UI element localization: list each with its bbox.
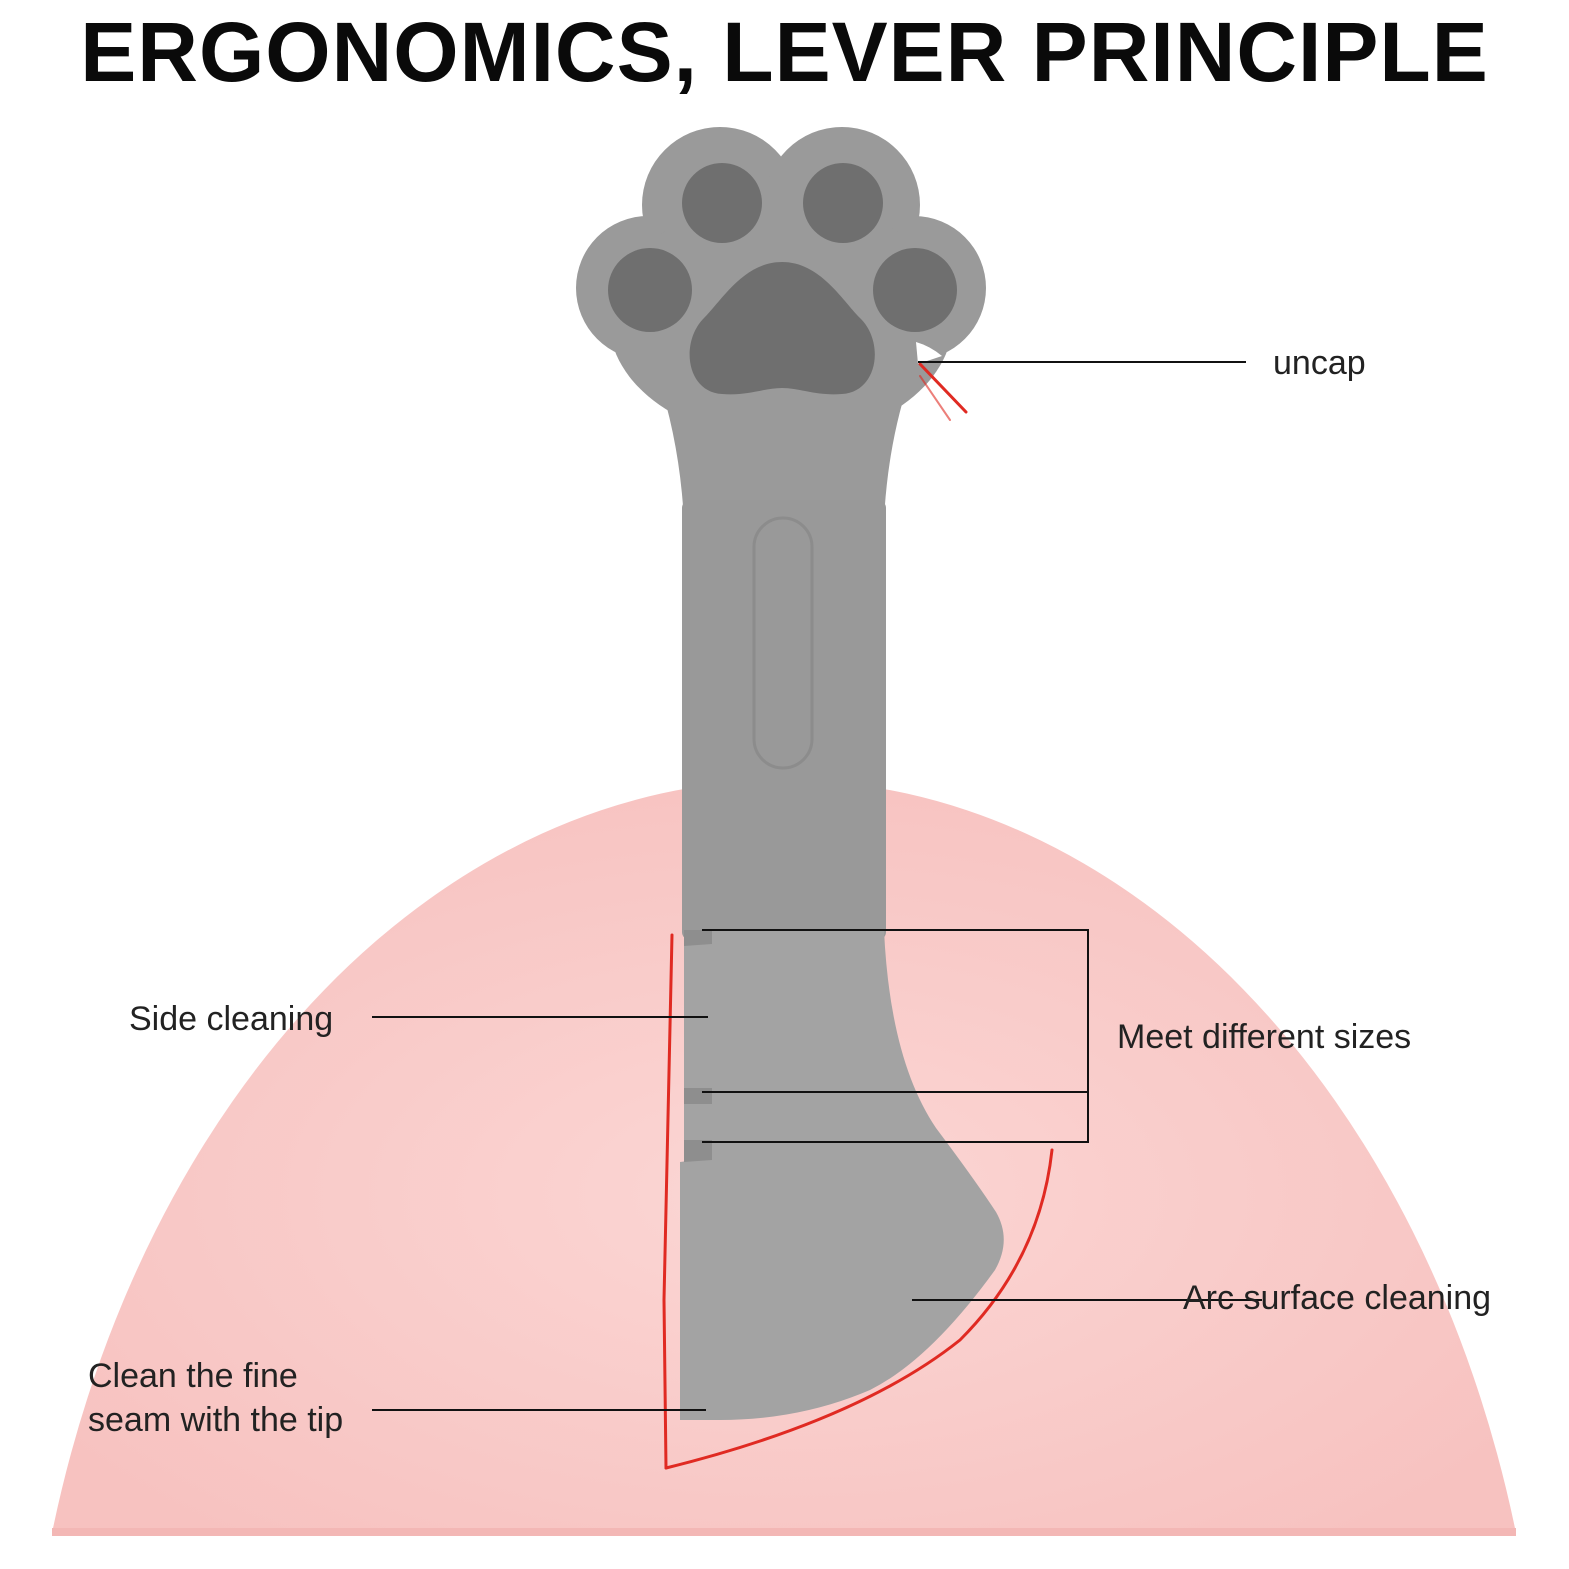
handle-grip-slot <box>752 516 814 770</box>
leader-meet-sizes <box>702 929 1089 1143</box>
scraper-blade <box>680 930 1004 1420</box>
callout-lines <box>372 361 1262 1411</box>
handle <box>682 500 886 940</box>
accent-lines <box>662 362 1054 1470</box>
notch-middle <box>684 1088 712 1104</box>
notch-bottom <box>684 1140 712 1162</box>
paw-print-icon <box>608 163 957 395</box>
callout-uncap: uncap <box>1273 344 1366 382</box>
callout-meet-different-sizes: Meet different sizes <box>1117 1018 1412 1056</box>
callout-clean-seam-line1: Clean the fine <box>88 1357 298 1395</box>
callout-clean-seam: Clean the fine seam with the tip <box>88 1354 378 1442</box>
page-title: ERGONOMICS, LEVER PRINCIPLE <box>80 5 1489 99</box>
notch-top <box>684 930 712 946</box>
callout-side-cleaning: Side cleaning <box>129 1000 334 1038</box>
tool <box>576 127 1004 1420</box>
callout-clean-seam-line2: seam with the tip <box>88 1401 344 1439</box>
uncap-notch <box>916 342 942 364</box>
background-base <box>52 1528 1516 1536</box>
callout-arc-surface-cleaning: Arc surface cleaning <box>1183 1279 1492 1317</box>
